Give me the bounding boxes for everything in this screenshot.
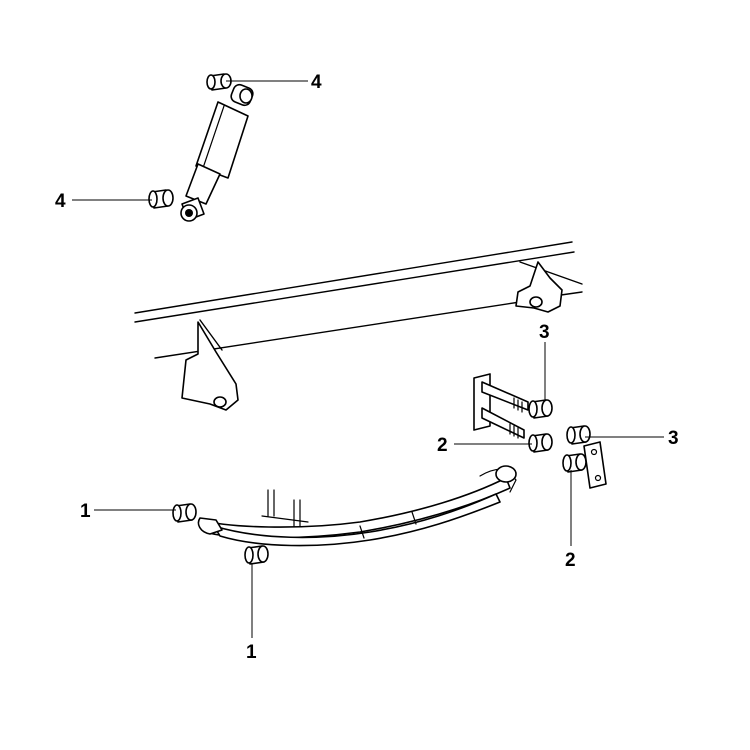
callout-2-left: 2 — [437, 435, 448, 456]
bushing-4-upper — [206, 73, 232, 91]
bushing-2-left — [528, 433, 553, 453]
leader-lines — [72, 80, 664, 638]
spring-shackle-plate — [583, 441, 607, 489]
bushing-2-right — [562, 453, 587, 473]
callout-1-bottom: 1 — [246, 642, 257, 663]
bushing-1-upper — [172, 503, 197, 523]
leaf-spring — [197, 465, 517, 547]
bushing-3-right — [566, 425, 591, 445]
callout-3-right: 3 — [668, 428, 679, 449]
bushing-3-left — [528, 399, 553, 419]
callout-4-lower: 4 — [55, 191, 66, 212]
bushing-4-lower — [148, 189, 174, 209]
callout-4-upper: 4 — [311, 72, 322, 93]
callout-3-top: 3 — [539, 322, 550, 343]
frame-rail — [134, 241, 583, 411]
u-bolt-plate-assembly — [473, 373, 529, 439]
bushing-1-lower — [244, 545, 269, 565]
callout-1-left: 1 — [80, 501, 91, 522]
callout-2-bottom: 2 — [565, 550, 576, 571]
shock-absorber — [180, 83, 254, 222]
